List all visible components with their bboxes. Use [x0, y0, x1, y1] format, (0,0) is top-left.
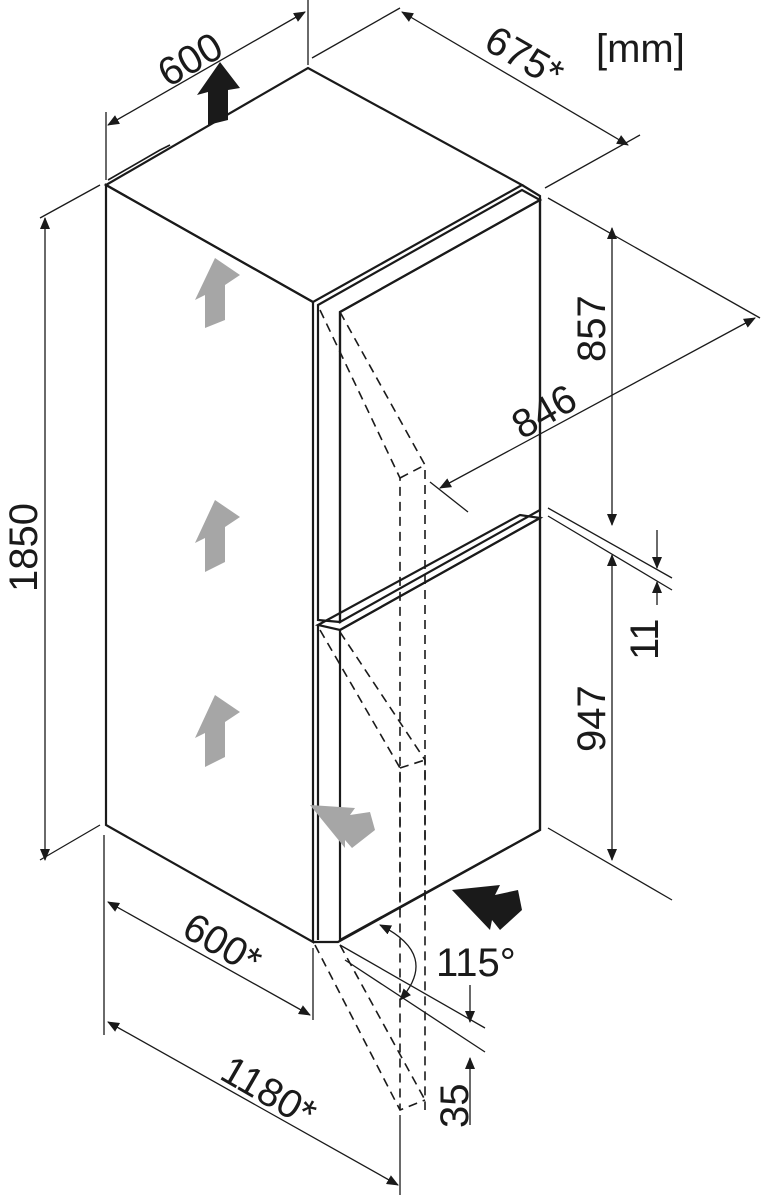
door-angle-label: 115°	[436, 941, 516, 985]
gap-label: 11	[623, 618, 667, 660]
upper-door-top	[316, 188, 543, 624]
height-total-label: 1850	[2, 503, 46, 592]
upper-door	[338, 198, 542, 624]
fridge-body	[103, 66, 544, 944]
rear-top-edge	[107, 144, 171, 181]
depth-top-label: 675*	[478, 18, 571, 97]
lower-door-label: 947	[570, 685, 614, 752]
open-door-outline	[314, 309, 426, 1112]
air-inlet-arrow-icon	[452, 885, 522, 930]
depth-open-label: 1180*	[214, 1048, 324, 1137]
air-arrow-icon	[310, 805, 375, 848]
door-offset-label: 35	[433, 1084, 477, 1129]
air-arrows	[195, 62, 522, 930]
air-outlet-arrow-icon	[197, 62, 240, 125]
air-arrow-icon	[195, 258, 240, 328]
lower-door	[338, 516, 542, 942]
width-bottom-label: 600*	[176, 905, 269, 984]
dimension-lines	[39, 0, 761, 1195]
unit-label: [mm]	[596, 27, 685, 71]
air-arrow-icon	[195, 500, 240, 572]
diagonal-label: 846	[505, 376, 585, 447]
upper-door-label: 857	[570, 295, 614, 362]
top-face	[103, 66, 525, 304]
air-arrow-icon	[195, 695, 240, 767]
